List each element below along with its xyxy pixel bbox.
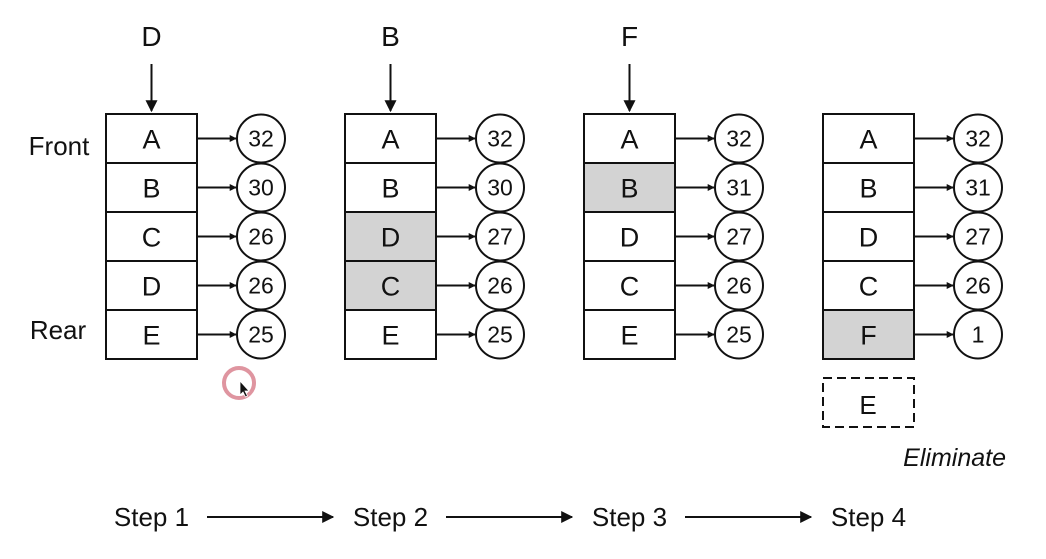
count-value: 1: [972, 322, 985, 348]
count-circle: [236, 309, 286, 360]
count-value: 26: [248, 273, 274, 299]
count-value: 25: [248, 322, 274, 348]
count-value: 30: [487, 175, 513, 201]
count-value: 31: [965, 175, 991, 201]
queue-letter: F: [860, 321, 877, 351]
incoming-letter: D: [141, 21, 161, 52]
mouse-cursor-icon: [222, 366, 256, 400]
count-value: 32: [487, 126, 513, 152]
queue-letter: C: [859, 272, 879, 302]
step-label: Step 2: [353, 502, 428, 532]
count-value: 32: [248, 126, 274, 152]
queue-cell: [822, 309, 915, 360]
queue-cell: [344, 260, 437, 311]
queue-letter: C: [142, 223, 162, 253]
queue-letter: D: [142, 272, 162, 302]
count-value: 26: [248, 224, 274, 250]
queue-cell: [344, 113, 437, 164]
count-value: 27: [965, 224, 991, 250]
queue-letter: A: [381, 125, 399, 155]
step-label: Step 4: [831, 502, 906, 532]
queue-letter: C: [620, 272, 640, 302]
queue-letter: A: [859, 125, 877, 155]
front-label: Front: [29, 131, 90, 161]
count-value: 32: [965, 126, 991, 152]
queue-letter: B: [381, 174, 399, 204]
incoming-letter: B: [381, 21, 400, 52]
queue-letter: A: [142, 125, 160, 155]
step-label: Step 3: [592, 502, 667, 532]
count-value: 25: [726, 322, 752, 348]
eliminate-label: Eliminate: [903, 444, 1006, 472]
step-label: Step 1: [114, 502, 189, 532]
queue-letter: B: [620, 174, 638, 204]
count-value: 26: [726, 273, 752, 299]
queue-cell: [583, 211, 676, 262]
count-circle: [475, 309, 525, 360]
incoming-letter: F: [621, 21, 638, 52]
count-value: 31: [726, 175, 752, 201]
queue-letter: C: [381, 272, 401, 302]
queue-cell: [822, 260, 915, 311]
count-value: 27: [726, 224, 752, 250]
count-value: 32: [726, 126, 752, 152]
queue-letter: E: [142, 321, 160, 351]
queue-letter: A: [620, 125, 638, 155]
count-circle: [714, 309, 764, 360]
count-value: 26: [487, 273, 513, 299]
queue-letter: E: [381, 321, 399, 351]
count-value: 26: [965, 273, 991, 299]
queue-cell: [583, 260, 676, 311]
queue-cell: [344, 309, 437, 360]
queue-cell: [344, 211, 437, 262]
queue-letter: E: [620, 321, 638, 351]
count-circle: [953, 309, 1003, 360]
queue-letter: D: [859, 223, 879, 253]
count-value: 25: [487, 322, 513, 348]
queue-letter: D: [381, 223, 401, 253]
count-value: 30: [248, 175, 274, 201]
queue-letter: B: [142, 174, 160, 204]
rear-label: Rear: [30, 315, 87, 345]
count-value: 27: [487, 224, 513, 250]
queue-letter: D: [620, 223, 640, 253]
queue-letter: B: [859, 174, 877, 204]
eliminated-box: [822, 377, 915, 428]
eliminated-letter: E: [859, 390, 876, 420]
